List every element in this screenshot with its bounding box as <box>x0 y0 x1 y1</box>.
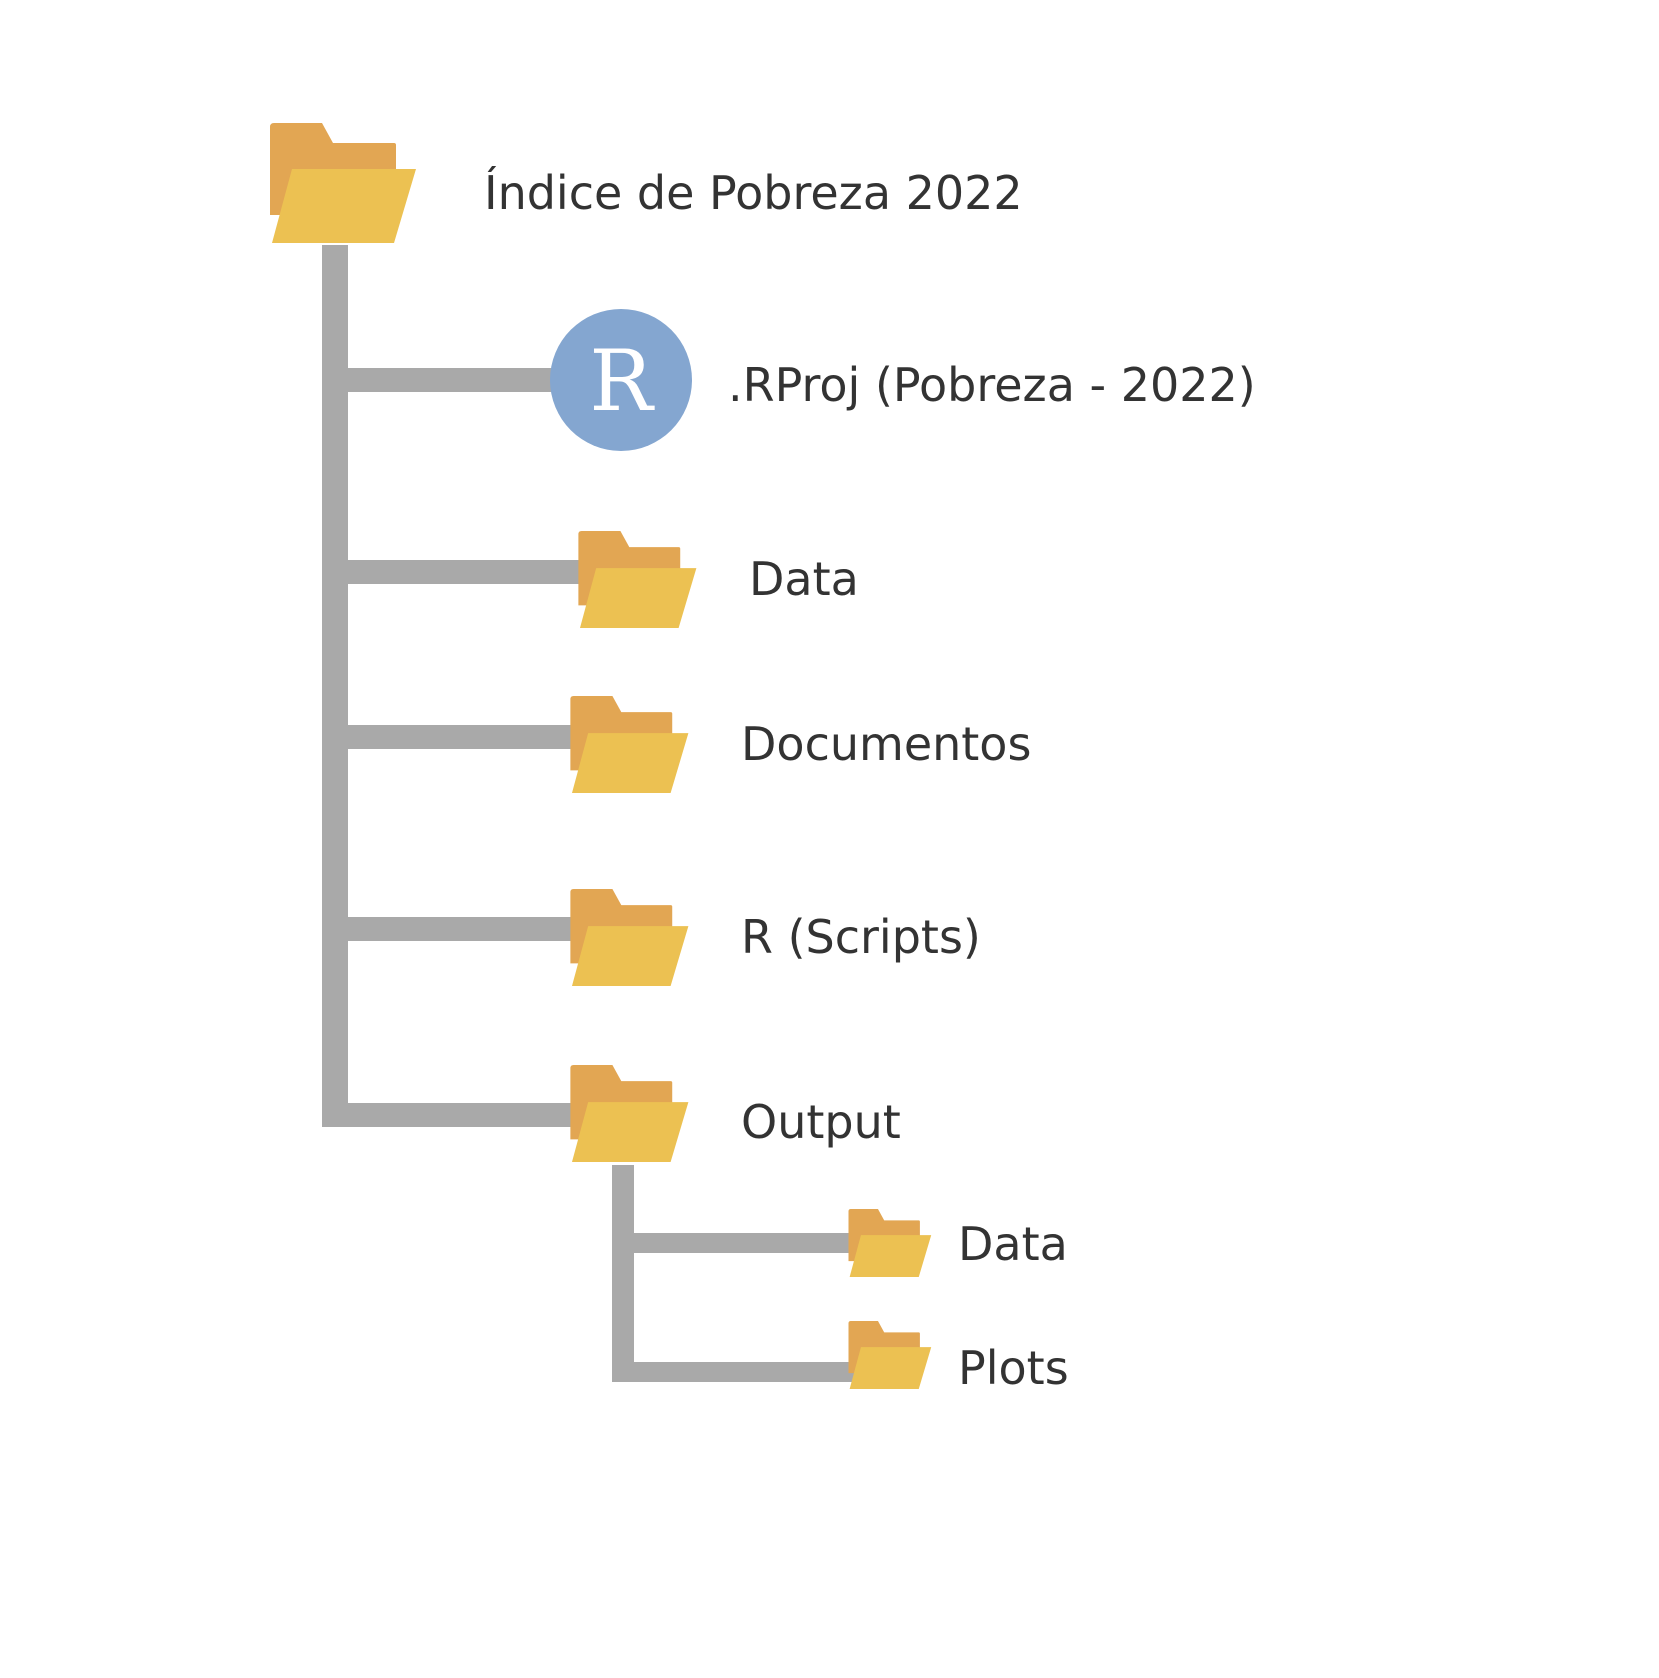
r-project-icon[interactable]: R <box>550 309 692 451</box>
r-project-circle <box>550 309 692 451</box>
output-branch-line <box>322 1103 572 1127</box>
documentos-folder-label[interactable]: Documentos <box>741 717 1032 771</box>
output-plots-folder-icon[interactable] <box>848 1321 932 1389</box>
root-folder-icon[interactable] <box>270 123 416 243</box>
output-plots-folder-label[interactable]: Plots <box>958 1341 1069 1395</box>
output-data-folder-icon[interactable] <box>848 1209 932 1277</box>
data-branch-line <box>322 560 580 584</box>
r-project-letter: R <box>589 332 655 430</box>
rproj-label[interactable]: .RProj (Pobreza - 2022) <box>728 358 1256 412</box>
data-folder-icon[interactable] <box>578 531 697 628</box>
output-trunk-line <box>612 1165 634 1382</box>
output-folder-label[interactable]: Output <box>741 1095 901 1149</box>
scripts-folder-label[interactable]: R (Scripts) <box>741 910 981 964</box>
root-folder-label[interactable]: Índice de Pobreza 2022 <box>484 166 1023 220</box>
documentos-folder-icon[interactable] <box>570 696 689 793</box>
rproj-branch-line <box>322 368 552 392</box>
output-data-folder-label[interactable]: Data <box>958 1217 1068 1271</box>
data-folder-label[interactable]: Data <box>749 552 859 606</box>
output-folder-icon[interactable] <box>570 1065 689 1162</box>
scripts-folder-icon[interactable] <box>570 889 689 986</box>
output-plots-branch-line <box>612 1362 854 1382</box>
scripts-branch-line <box>322 917 572 941</box>
documentos-branch-line <box>322 725 572 749</box>
output-data-branch-line <box>612 1233 854 1253</box>
tree-connectors <box>322 245 854 1382</box>
